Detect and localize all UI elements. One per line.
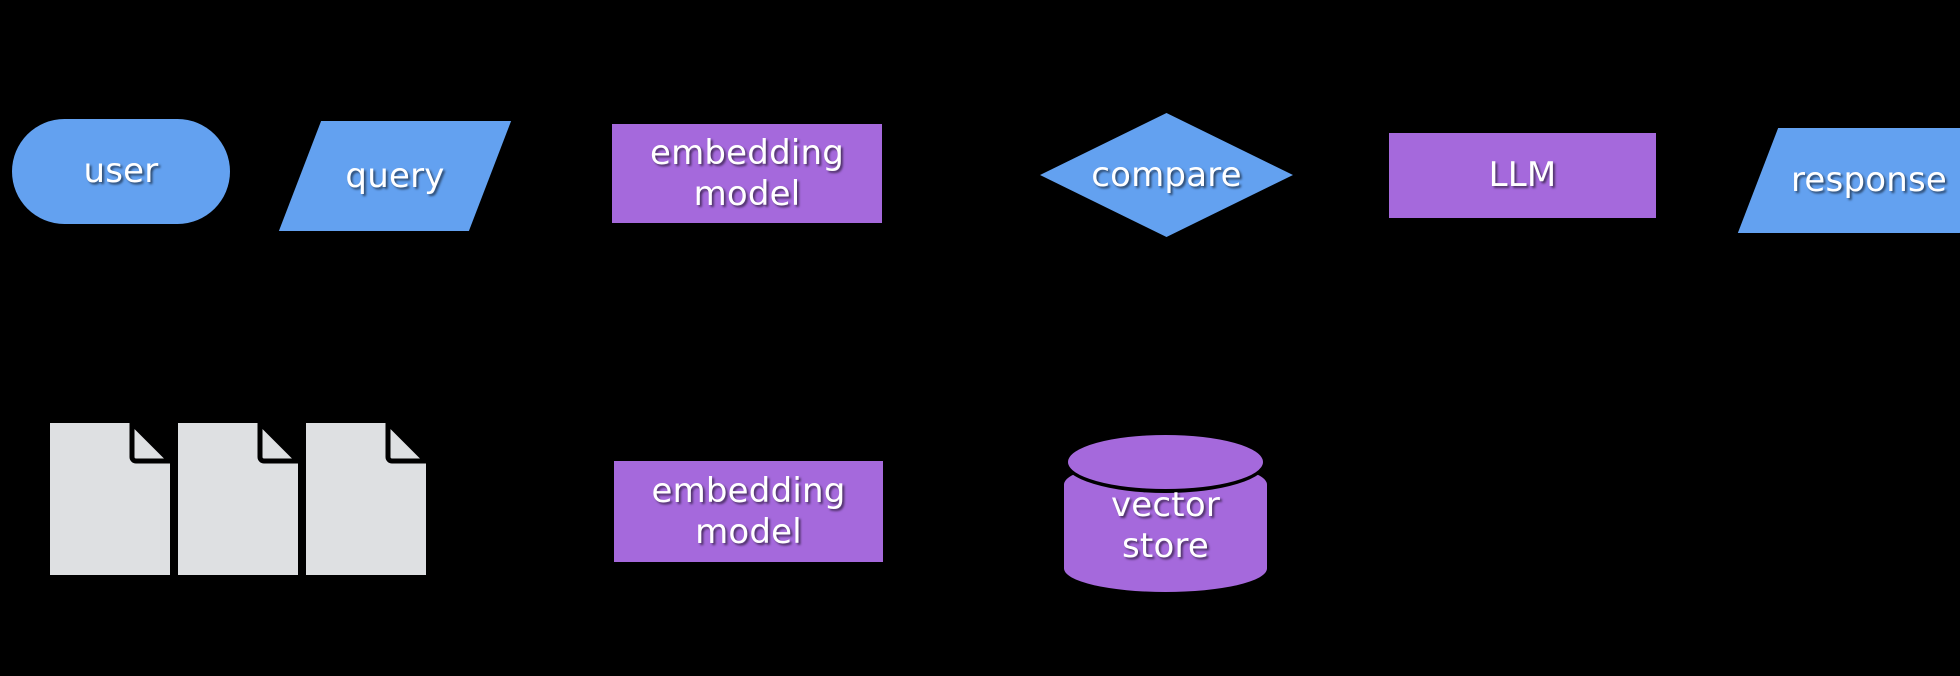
node-compare[interactable]: compare xyxy=(1040,113,1293,237)
node-llm[interactable]: LLM xyxy=(1389,133,1656,218)
node-embedding-model-bottom-label: embedding model xyxy=(651,471,846,552)
node-embedding-model-bottom[interactable]: embedding model xyxy=(614,461,883,562)
node-user-label: user xyxy=(83,151,159,192)
compare-diamond-shape xyxy=(1040,113,1293,237)
node-document-1[interactable] xyxy=(50,423,170,575)
node-document-2[interactable] xyxy=(178,423,298,575)
node-response[interactable]: response xyxy=(1737,128,1960,233)
document-icon xyxy=(306,423,426,575)
node-document-3[interactable] xyxy=(306,423,426,575)
node-vector-store[interactable]: vector store xyxy=(1064,431,1267,592)
node-embedding-model-top-label: embedding model xyxy=(649,133,845,214)
node-embedding-model-top[interactable]: embedding model xyxy=(612,124,882,223)
node-query[interactable]: query xyxy=(278,121,512,231)
document-icon xyxy=(178,423,298,575)
response-parallelogram-shape xyxy=(1737,128,1960,233)
document-icon xyxy=(50,423,170,575)
node-llm-label: LLM xyxy=(1488,155,1557,196)
query-parallelogram-shape xyxy=(278,121,512,231)
node-user[interactable]: user xyxy=(12,119,230,224)
vector-store-cylinder-top xyxy=(1064,431,1267,493)
